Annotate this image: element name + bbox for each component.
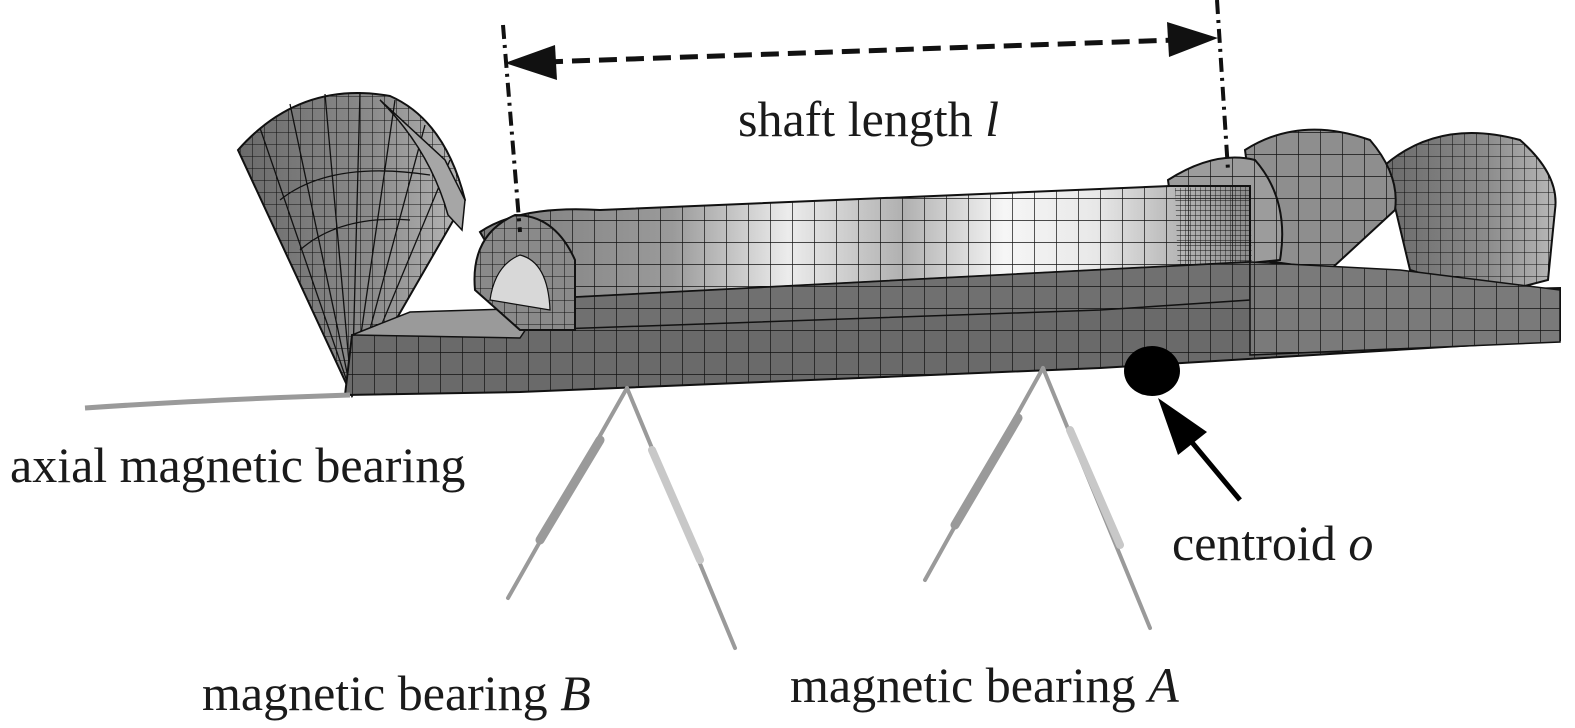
bearing-a-label: magnetic bearing A	[790, 657, 1179, 713]
bearing-b-support	[506, 386, 737, 650]
shaft-length-symbol: l	[985, 91, 1000, 147]
right-end-discs	[1166, 128, 1557, 297]
centroid-marker	[1124, 346, 1242, 502]
centroid-label: centroid o	[1172, 515, 1374, 571]
axial-bearing-support	[84, 392, 351, 411]
dimension-extension-right	[1215, 0, 1230, 171]
dimension-arrow-right	[1167, 22, 1218, 57]
centroid-symbol: o	[1348, 515, 1374, 571]
bearing-a-symbol: A	[1148, 657, 1179, 713]
dimension-arrow-left	[505, 45, 557, 80]
bearing-a-support	[923, 366, 1152, 630]
rotor-shaft	[343, 185, 1561, 397]
bearing-b-label: magnetic bearing B	[202, 665, 591, 721]
shaft-length-dimension	[501, 0, 1230, 233]
bearing-b-symbol: B	[560, 665, 591, 721]
shaft-length-label: shaft length l	[738, 91, 1000, 147]
axial-bearing-disc	[236, 91, 467, 399]
dimension-line	[544, 37, 1176, 65]
axial-bearing-label: axial magnetic bearing	[10, 437, 466, 493]
dimension-extension-left	[501, 24, 522, 233]
